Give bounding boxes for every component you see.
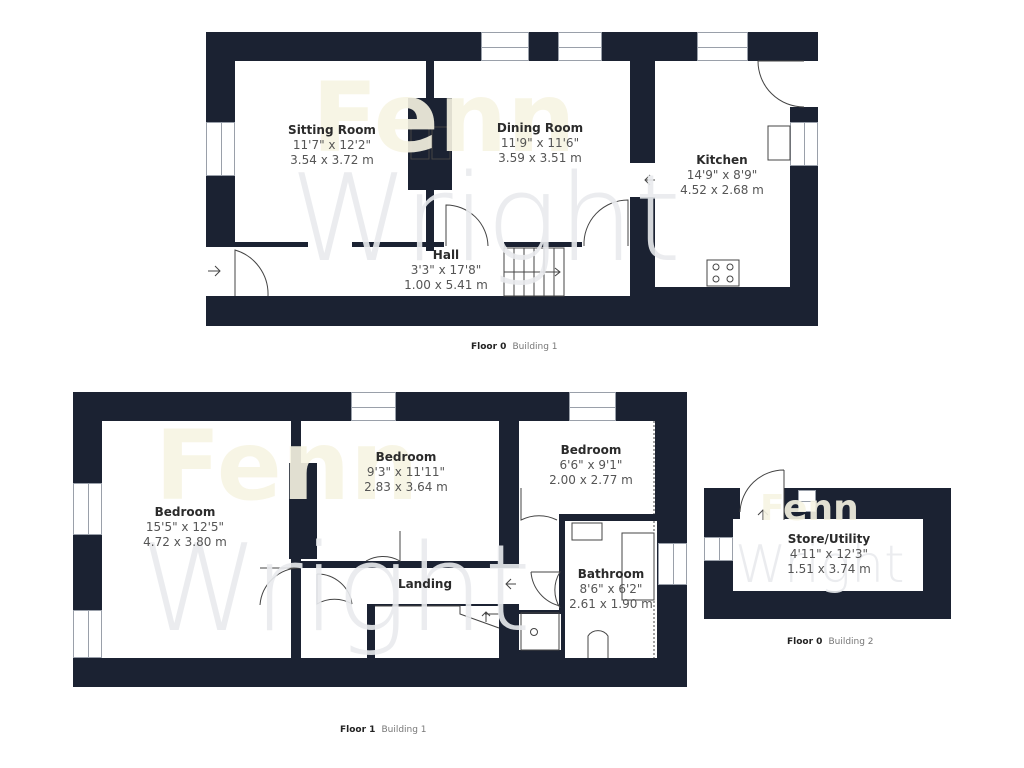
room-dimensions-metric: 2.83 x 3.64 m	[364, 480, 448, 494]
window	[569, 392, 616, 421]
room-dimensions-metric: 3.54 x 3.72 m	[290, 153, 374, 167]
floor-label: Floor 0	[471, 342, 507, 352]
floor-caption: Floor 0 Building 1	[471, 342, 558, 352]
room-name: Bedroom	[375, 450, 437, 464]
room-label-bedroom-1: Bedroom 15'5" x 12'5" 4.72 x 3.80 m	[143, 505, 227, 550]
stairs-area	[375, 606, 499, 658]
room-dimensions-imperial: 4'11" x 12'3"	[789, 547, 869, 561]
room-label-store-utility: Store/Utility 4'11" x 12'3" 1.51 x 3.74 …	[787, 532, 871, 577]
kitchen-back-door-area	[760, 61, 818, 107]
room-label-dining-room: Dining Room 11'9" x 11'6" 3.59 x 3.51 m	[497, 121, 583, 166]
window	[658, 543, 687, 585]
room-name: Bedroom	[560, 443, 622, 457]
room-dimensions-metric: 2.00 x 2.77 m	[549, 473, 633, 487]
room-dimensions-imperial: 11'9" x 11'6"	[500, 136, 580, 150]
room-name: Store/Utility	[787, 532, 871, 546]
window	[790, 122, 818, 166]
room-dimensions-metric: 1.00 x 5.41 m	[404, 278, 488, 292]
room-name: Landing	[397, 577, 453, 591]
room-name: Bathroom	[577, 567, 645, 581]
room-name: Sitting Room	[288, 123, 376, 137]
room-name: Kitchen	[696, 153, 748, 167]
room-label-landing: Landing	[398, 577, 452, 592]
bedroom-3-passage	[519, 514, 559, 610]
room-dimensions-metric: 3.59 x 3.51 m	[498, 151, 582, 165]
window	[558, 32, 602, 61]
room-dimensions-metric: 1.51 x 3.74 m	[787, 562, 871, 576]
room-label-bedroom-2: Bedroom 9'3" x 11'11" 2.83 x 3.64 m	[364, 450, 448, 495]
window	[351, 392, 396, 421]
room-label-sitting-room: Sitting Room 11'7" x 12'2" 3.54 x 3.72 m	[288, 123, 376, 168]
room-name: Bedroom	[154, 505, 216, 519]
room-dimensions-imperial: 14'9" x 8'9"	[686, 168, 758, 182]
sitting-hall-opening	[308, 240, 352, 250]
window	[73, 610, 102, 658]
room-dimensions-imperial: 15'5" x 12'5"	[145, 520, 225, 534]
window	[697, 32, 748, 61]
partition-wall	[426, 61, 434, 251]
bedroom-1-area	[102, 421, 291, 658]
store-utility-area	[733, 519, 923, 591]
store-entrance	[740, 470, 784, 520]
window	[481, 32, 529, 61]
room-name: Hall	[432, 248, 460, 262]
room-dimensions-imperial: 3'3" x 17'8"	[410, 263, 482, 277]
room-dimensions-metric: 4.72 x 3.80 m	[143, 535, 227, 549]
room-label-kitchen: Kitchen 14'9" x 8'9" 4.52 x 2.68 m	[680, 153, 764, 198]
floor-label: Floor 0	[787, 637, 823, 647]
floor-label: Floor 1	[340, 725, 376, 735]
window	[798, 490, 816, 512]
window	[73, 483, 102, 535]
window	[704, 537, 733, 561]
room-dimensions-imperial: 11'7" x 12'2"	[292, 138, 372, 152]
room-label-hall: Hall 3'3" x 17'8" 1.00 x 5.41 m	[404, 248, 488, 293]
room-label-bathroom: Bathroom 8'6" x 6'2" 2.61 x 1.90 m	[569, 567, 653, 612]
room-name: Dining Room	[496, 121, 584, 135]
room-dimensions-imperial: 8'6" x 6'2"	[579, 582, 643, 596]
room-dimensions-metric: 2.61 x 1.90 m	[569, 597, 653, 611]
window	[206, 122, 235, 176]
kitchen-doorway	[628, 163, 658, 197]
chimney-breast	[289, 463, 317, 559]
room-label-bedroom-3: Bedroom 6'6" x 9'1" 2.00 x 2.77 m	[549, 443, 633, 488]
landing-cupboard	[301, 604, 367, 658]
room-dimensions-imperial: 6'6" x 9'1"	[559, 458, 623, 472]
sitting-room-area	[235, 61, 428, 242]
building-label: Building 2	[828, 637, 874, 647]
floor-caption: Floor 0 Building 2	[787, 637, 874, 647]
building-label: Building 1	[381, 725, 427, 735]
room-dimensions-metric: 4.52 x 2.68 m	[680, 183, 764, 197]
hall-dining-opening-2	[582, 240, 630, 250]
room-dimensions-imperial: 9'3" x 11'11"	[366, 465, 446, 479]
floor-caption: Floor 1 Building 1	[340, 725, 427, 735]
shower-area	[519, 614, 561, 650]
building-label: Building 1	[512, 342, 558, 352]
